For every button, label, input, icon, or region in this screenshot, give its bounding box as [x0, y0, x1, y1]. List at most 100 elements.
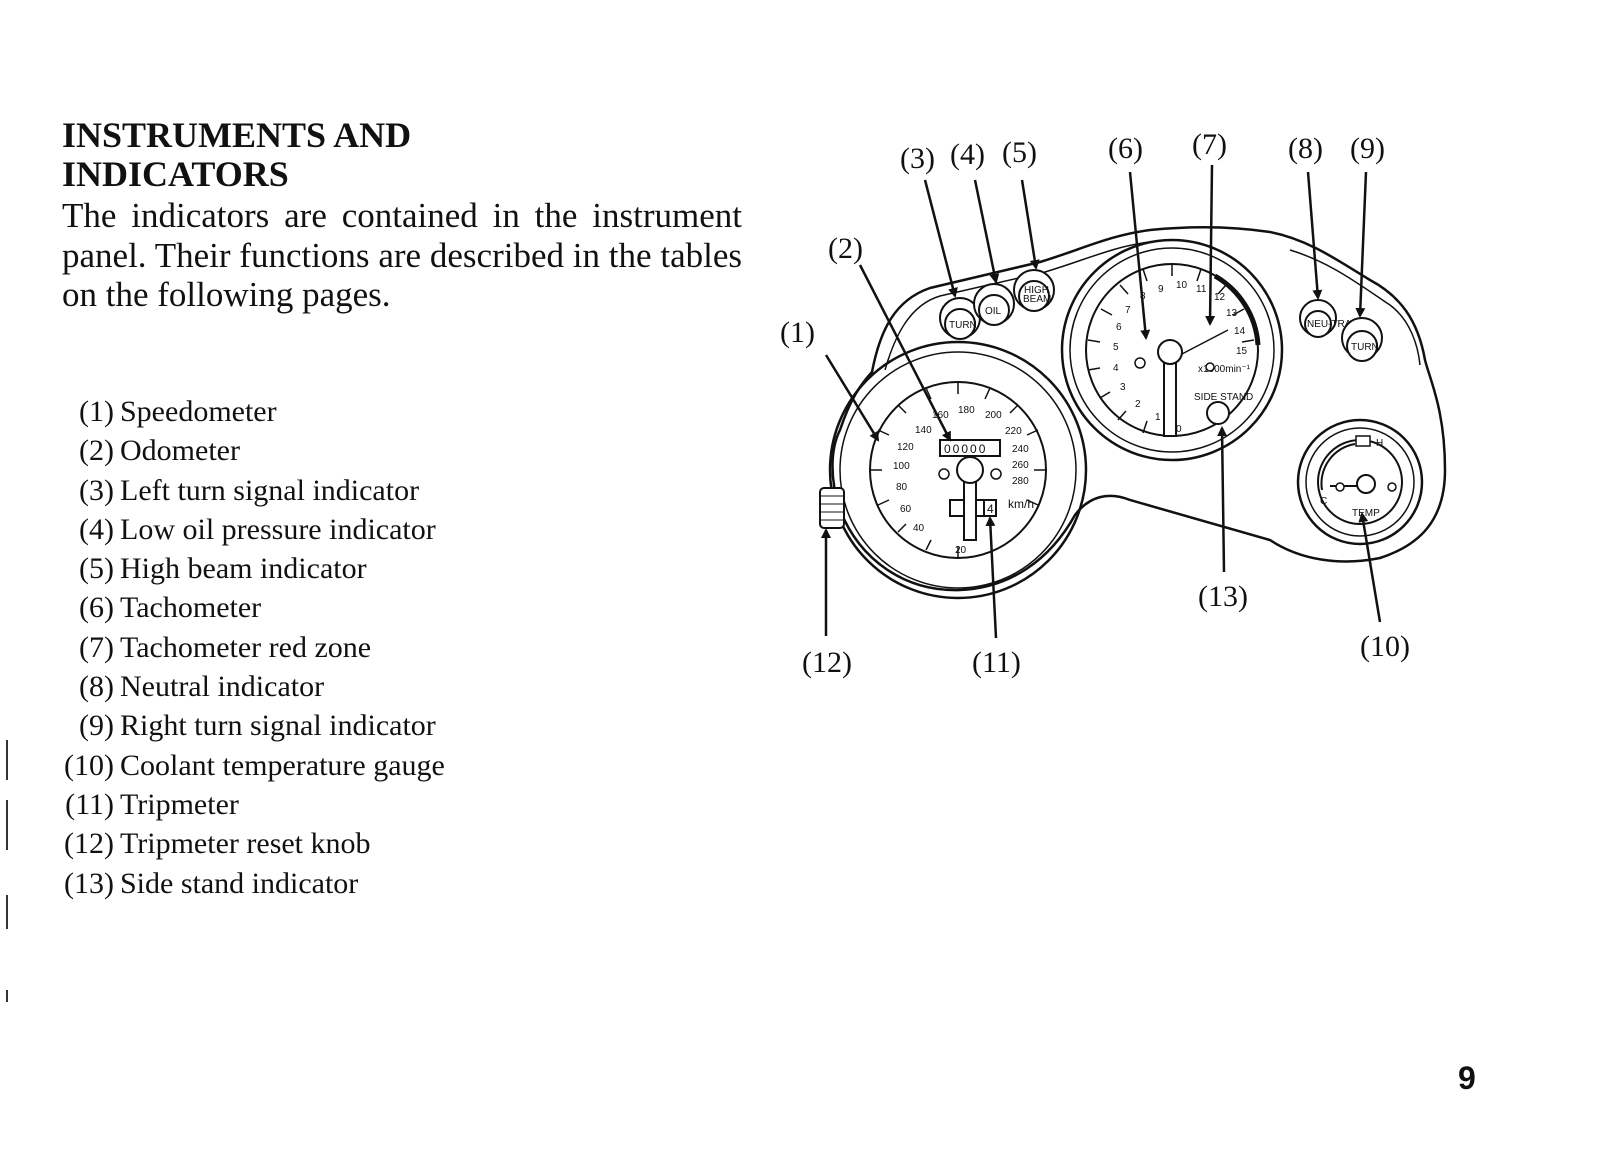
left-turn-signal-lamp: TURN: [939, 297, 981, 340]
speedo-tick-label: 20: [955, 545, 967, 556]
tacho-tick-label: 6: [1116, 322, 1122, 333]
tacho-red-zone: [1213, 273, 1261, 346]
intro-paragraph: The indicators are contained in the inst…: [62, 196, 742, 314]
heading-line-2: INDICATORS: [62, 154, 289, 194]
speedo-tick-label: 40: [913, 523, 925, 534]
tacho-tick-label: 11: [1196, 284, 1207, 295]
margin-mark: [6, 990, 8, 1002]
legend-label: Side stand indicator: [120, 866, 359, 900]
odometer-window: 00000: [939, 439, 1001, 457]
margin-mark: [6, 800, 8, 850]
legend-item: (5)High beam indicator: [0, 549, 700, 588]
callout-7: (7): [1192, 128, 1227, 161]
tacho-tick-label: 10: [1176, 280, 1188, 291]
speedo-tick-label: 260: [1012, 460, 1029, 471]
tacho-tick-label: 5: [1113, 342, 1119, 353]
legend-label: Tripmeter reset knob: [120, 827, 371, 861]
left-turn-text: TURN: [949, 320, 977, 331]
legend-item: (1)Speedometer: [0, 392, 700, 431]
tacho-tick-label: 7: [1125, 305, 1131, 316]
tacho-tick-label: 12: [1214, 292, 1226, 303]
legend-item: (4)Low oil pressure indicator: [0, 510, 700, 549]
legend-number: (3): [79, 473, 114, 507]
speedo-tick-label: 140: [915, 425, 932, 436]
legend-number: (10): [64, 748, 114, 782]
side-stand-label: SIDE STAND: [1194, 392, 1253, 403]
legend-label: Coolant temperature gauge: [120, 748, 445, 782]
low-oil-pressure-lamp: OIL: [973, 283, 1015, 326]
odometer-digits: 00000: [944, 442, 987, 456]
legend-label: Right turn signal indicator: [120, 709, 436, 743]
temp-hot-label: H: [1376, 438, 1383, 449]
callout-9: (9): [1350, 132, 1385, 165]
legend-label: Tripmeter: [120, 787, 239, 821]
legend-label: Odometer: [120, 434, 240, 468]
speedo-tick-label: 80: [896, 482, 908, 493]
callout-3: (3): [900, 142, 935, 175]
callout-8: (8): [1288, 132, 1323, 165]
callout-13: (13): [1198, 580, 1248, 613]
temp-label: TEMP: [1352, 508, 1380, 519]
legend-number: (9): [79, 709, 114, 743]
legend-item: (6)Tachometer: [0, 588, 700, 627]
legend-label: Tachometer red zone: [120, 630, 372, 664]
legend-item: (2)Odometer: [0, 431, 700, 470]
legend-label: Speedometer: [120, 395, 277, 428]
leader-lines: [821, 164, 1382, 639]
coolant-temperature-gauge: H C TEMP: [1296, 418, 1424, 546]
speedo-tick-label: 160: [932, 410, 949, 421]
callout-2: (2): [828, 232, 863, 265]
speedo-tick-label: 280: [1012, 476, 1029, 487]
tripmeter-digit: 4: [987, 502, 994, 516]
tacho-tick-label: 1: [1155, 412, 1161, 423]
callout-4: (4): [950, 138, 985, 171]
margin-mark: [6, 895, 8, 929]
legend-label: Tachometer: [120, 591, 262, 625]
speedometer: 20 40 60 80 100 120 140 160 180 200 220 …: [828, 340, 1088, 600]
speedo-tick-label: 220: [1005, 426, 1022, 437]
legend-number: (1): [79, 395, 114, 428]
legend-item: (10)Coolant temperature gauge: [0, 746, 700, 785]
legend-number: (12): [64, 827, 114, 861]
high-text: HIGH: [1024, 285, 1049, 296]
callout-5: (5): [1002, 136, 1037, 169]
speedo-tick-label: 240: [1012, 444, 1029, 455]
legend-item: (12)Tripmeter reset knob: [0, 824, 700, 863]
instrument-panel-diagram: 20 40 60 80 100 120 140 160 180 200 220 …: [780, 128, 1447, 679]
tacho-hub: [1157, 339, 1183, 365]
legend-item: (8)Neutral indicator: [0, 667, 700, 706]
tacho-tick-label: 9: [1158, 284, 1164, 295]
margin-mark: [6, 740, 8, 780]
callout-11: (11): [972, 646, 1021, 679]
tacho-tick-label: 14: [1234, 326, 1246, 337]
high-beam-lamp: HIGH BEAM: [1013, 269, 1055, 312]
beam-text: BEAM: [1023, 294, 1051, 305]
speedo-tick-label: 100: [893, 461, 910, 472]
speedo-tick-label: 200: [985, 410, 1002, 421]
section-heading: INSTRUMENTS AND INDICATORS: [62, 116, 742, 194]
legend-number: (5): [79, 552, 114, 586]
callout-10: (10): [1360, 630, 1410, 663]
legend-number: (6): [79, 591, 114, 625]
tacho-tick-label: 15: [1236, 346, 1248, 357]
callout-labels: (1) (2) (3) (4) (5) (6) (7) (8) (9) (10)…: [780, 128, 1410, 679]
thermometer-icon: [1355, 435, 1371, 447]
legend-number: (7): [79, 630, 114, 664]
tacho-tick-label: 4: [1113, 363, 1119, 374]
speedo-tick-label: 120: [897, 442, 914, 453]
legend-label: Left turn signal indicator: [120, 473, 420, 507]
tacho-tick-label: 2: [1135, 399, 1141, 410]
legend-number: (8): [79, 670, 114, 704]
legend-item: (9)Right turn signal indicator: [0, 706, 700, 745]
legend-item: (3)Left turn signal indicator: [0, 471, 700, 510]
legend-number: (4): [79, 512, 114, 546]
speedo-hub: [956, 456, 984, 484]
legend-number: (11): [65, 787, 114, 821]
tachometer: 0 1 2 3 4 5 6 7 8 9 10 11 12 13 14 15 x1…: [1060, 238, 1284, 462]
side-stand-indicator: SIDE STAND: [1194, 392, 1253, 425]
legend-item: (11)Tripmeter: [0, 785, 700, 824]
tripmeter-reset-knob: [819, 487, 845, 529]
parts-legend: (1)Speedometer (2)Odometer (3)Left turn …: [0, 392, 700, 903]
temp-cold-label: C: [1320, 496, 1327, 507]
oil-text: OIL: [985, 306, 1002, 317]
